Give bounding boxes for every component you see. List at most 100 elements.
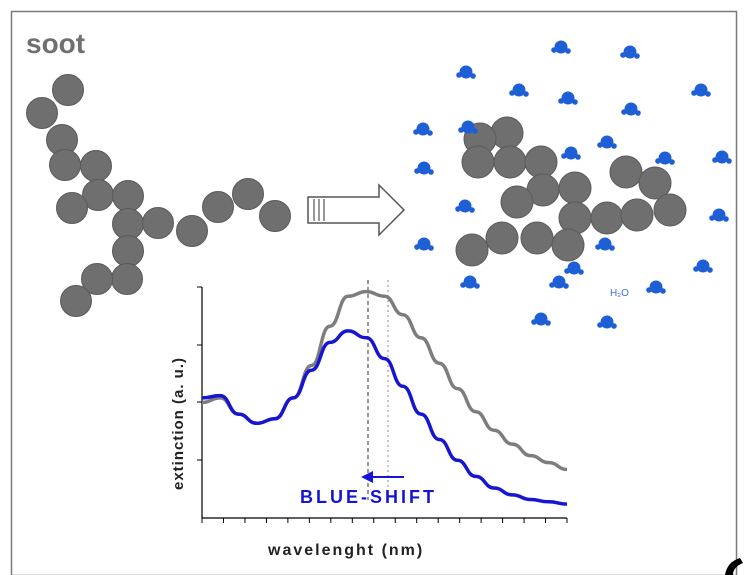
water-oxygen	[623, 45, 637, 59]
water-hydrogen	[456, 72, 462, 78]
water-molecule	[456, 65, 476, 79]
water-oxygen	[715, 150, 729, 164]
water-hydrogen	[709, 215, 715, 221]
water-oxygen	[598, 237, 612, 251]
soot-particle	[461, 145, 495, 179]
water-molecule	[414, 237, 434, 251]
soot-particle	[80, 150, 112, 182]
water-hydrogen	[545, 320, 551, 326]
water-hydrogen	[655, 158, 661, 164]
water-hydrogen	[460, 282, 466, 288]
water-hydrogen	[723, 216, 729, 222]
soot-particle	[52, 74, 84, 106]
water-molecule	[709, 208, 729, 222]
water-oxygen	[554, 40, 568, 54]
water-hydrogen	[551, 47, 557, 53]
water-hydrogen	[660, 288, 666, 294]
water-hydrogen	[620, 52, 626, 58]
water-hydrogen	[712, 157, 718, 163]
water-hydrogen	[428, 169, 434, 175]
soot-aggregate	[26, 74, 291, 317]
water-hydrogen	[597, 322, 603, 328]
series-before-line	[201, 289, 568, 472]
soot-particle	[112, 235, 144, 267]
water-oxygen	[417, 161, 431, 175]
water-hydrogen	[572, 99, 578, 105]
water-oxygen	[624, 102, 638, 116]
water-hydrogen	[458, 127, 464, 133]
soot-particle	[56, 192, 88, 224]
soot-particle	[638, 166, 672, 200]
corner-glyph-fragment	[725, 558, 743, 575]
water-molecule	[646, 280, 666, 294]
soot-particle	[490, 116, 524, 150]
water-hydrogen	[413, 129, 419, 135]
water-oxygen	[600, 315, 614, 329]
water-molecule	[455, 199, 475, 213]
water-hydrogen	[523, 91, 529, 97]
water-hydrogen	[595, 244, 601, 250]
water-molecule	[414, 161, 434, 175]
water-hydrogen	[472, 128, 478, 134]
water-oxygen	[694, 83, 708, 97]
x-axis-label: wavelenght (nm)	[267, 542, 424, 559]
water-oxygen	[461, 120, 475, 134]
water-hydrogen	[609, 245, 615, 251]
water-hydrogen	[509, 90, 515, 96]
water-oxygen	[649, 280, 663, 294]
water-hydrogen	[414, 168, 420, 174]
soot-particle	[142, 207, 174, 239]
water-oxygen	[564, 146, 578, 160]
water-hydrogen	[726, 158, 732, 164]
soot-particle	[485, 221, 519, 255]
title-label: soot	[26, 28, 85, 59]
water-hydrogen	[564, 268, 570, 274]
water-molecule	[458, 120, 478, 134]
blue-shift-label: BLUE-SHIFT	[300, 487, 437, 507]
water-hydrogen	[414, 244, 420, 250]
water-hydrogen	[635, 110, 641, 116]
water-hydrogen	[565, 48, 571, 54]
soot-particle	[558, 171, 592, 205]
water-oxygen	[459, 65, 473, 79]
water-molecule	[597, 135, 617, 149]
water-oxygen	[552, 275, 566, 289]
water-hydrogen	[549, 282, 555, 288]
soot-particle	[455, 233, 489, 267]
extinction-chart: BLUE-SHIFT wavelenght (nm) extinction (a…	[170, 280, 568, 559]
soot-particle	[112, 208, 144, 240]
water-oxygen	[600, 135, 614, 149]
soot-particle	[609, 155, 643, 189]
series-after-line	[201, 329, 568, 506]
water-oxygen	[658, 151, 672, 165]
water-molecule	[549, 275, 569, 289]
soot-particle	[112, 180, 144, 212]
soot-particle	[81, 263, 113, 295]
water-molecule	[691, 83, 711, 97]
water-molecule	[460, 275, 480, 289]
soot-particle	[202, 191, 234, 223]
soot-particle	[49, 149, 81, 181]
water-molecule	[597, 315, 617, 329]
x-axis-ticks	[201, 518, 568, 523]
water-hydrogen	[611, 143, 617, 149]
water-oxygen	[561, 91, 575, 105]
water-hydrogen	[469, 207, 475, 213]
water-oxygen	[463, 275, 477, 289]
water-hydrogen	[470, 73, 476, 79]
blue-shift-arrow-head	[361, 471, 373, 483]
water-hydrogen	[597, 142, 603, 148]
water-hydrogen	[621, 109, 627, 115]
water-hydrogen	[691, 90, 697, 96]
y-axis-ticks	[197, 286, 202, 461]
soot-particle	[493, 145, 527, 179]
water-oxygen	[696, 259, 710, 273]
water-hydrogen	[611, 323, 617, 329]
water-molecule	[621, 102, 641, 116]
water-hydrogen	[578, 269, 584, 275]
water-oxygen	[534, 312, 548, 326]
soot-particle	[232, 178, 264, 210]
water-molecule	[558, 91, 578, 105]
soot-particle	[500, 185, 534, 219]
